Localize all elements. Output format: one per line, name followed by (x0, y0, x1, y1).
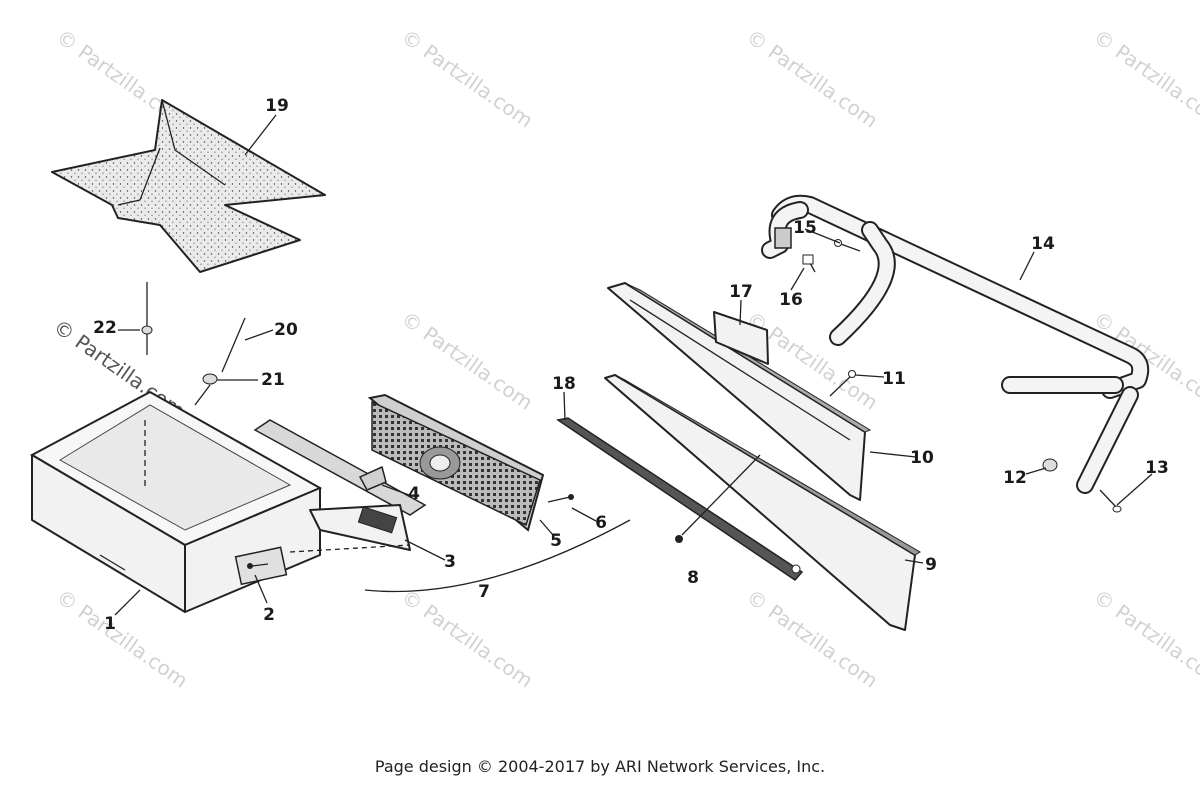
part-12-nut (1042, 458, 1058, 472)
part-15-bolt (834, 239, 861, 252)
part-13-bolt (1099, 489, 1122, 513)
part-16-bolt (802, 254, 816, 273)
part-5-grille-panel (367, 393, 545, 532)
part-10-panel-frame (607, 282, 872, 501)
part-1-storage-box (29, 390, 323, 613)
callout-17: 17 (729, 282, 753, 302)
callout-21: 21 (261, 370, 285, 390)
callout-8: 8 (687, 568, 699, 588)
callout-18: 18 (552, 374, 576, 394)
footer-copyright: Page design © 2004-2017 by ARI Network S… (374, 757, 826, 776)
parts-20-21-22-hardware (141, 282, 246, 406)
watermark-text: © Partzilla.com (397, 306, 537, 414)
watermark-text: © Partzilla.com (1089, 24, 1200, 132)
callout-1: 1 (104, 614, 116, 634)
watermark-text: © Partzilla.com (397, 24, 537, 132)
callout-13: 13 (1145, 458, 1169, 478)
part-8-nut (675, 454, 761, 543)
part-6-screw (547, 494, 574, 503)
part-3-latch-assembly (253, 419, 427, 553)
callout-19: 19 (265, 96, 289, 116)
callout-2: 2 (263, 605, 275, 625)
part-19-floor-mat (51, 99, 326, 273)
callout-5: 5 (550, 531, 562, 551)
callout-7-bracket (364, 519, 631, 593)
part-17-decal (713, 311, 769, 365)
callout-20: 20 (274, 320, 298, 340)
watermark-text: © Partzilla.com (397, 584, 537, 692)
part-9-tail-panel (604, 374, 921, 631)
callout-9: 9 (925, 555, 937, 575)
callout-16: 16 (779, 290, 803, 310)
part-14-bumper-tube (761, 194, 1150, 494)
part-11-bolt (829, 370, 856, 397)
callout-10: 10 (910, 448, 934, 468)
callout-14: 14 (1031, 234, 1055, 254)
callout-4: 4 (408, 484, 420, 504)
latch-plate (234, 546, 288, 586)
callout-6: 6 (595, 513, 607, 533)
callout-labels: 1 2 3 4 5 6 7 8 9 10 11 12 13 14 15 16 1… (93, 96, 1169, 634)
callout-7: 7 (478, 582, 490, 602)
callout-3: 3 (444, 552, 456, 572)
callout-12: 12 (1003, 468, 1027, 488)
callout-15: 15 (793, 218, 817, 238)
watermark-text: © Partzilla.com (1089, 584, 1200, 692)
callout-22: 22 (93, 318, 117, 338)
callout-11: 11 (882, 369, 906, 389)
part-4-bulb (358, 465, 387, 491)
leader-lines (114, 114, 1153, 616)
watermark-text: © Partzilla.com (742, 24, 882, 132)
